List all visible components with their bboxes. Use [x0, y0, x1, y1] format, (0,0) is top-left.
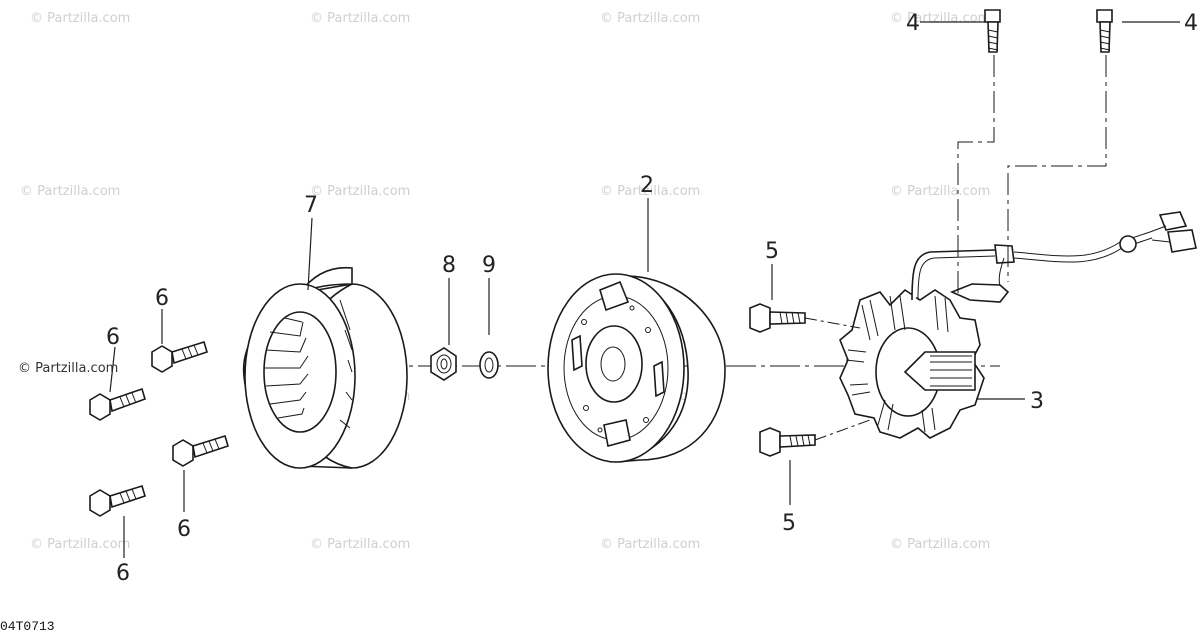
callout-7: 7	[304, 193, 318, 218]
callout-4-left: 4	[906, 11, 920, 36]
drawing-code: 04T0713	[0, 619, 55, 634]
washer	[479, 351, 499, 379]
watermark: © Partzilla.com	[310, 184, 410, 199]
cooling-fan	[242, 266, 408, 469]
callout-5-lower: 5	[782, 511, 796, 536]
flywheel	[547, 273, 726, 463]
watermark-layer: © Partzilla.com © Partzilla.com © Partzi…	[18, 11, 990, 552]
callout-6-c: 6	[177, 517, 191, 542]
watermark: © Partzilla.com	[890, 537, 990, 552]
bolt-4-left-leader	[957, 55, 995, 298]
callout-6-a: 6	[155, 286, 169, 311]
watermark: © Partzilla.com	[30, 11, 130, 26]
leader-lines	[109, 21, 1180, 558]
bolt-5-upper-leader	[804, 317, 861, 329]
callout-5-upper: 5	[765, 239, 779, 264]
callout-9: 9	[482, 253, 496, 278]
bolt-4-right	[1096, 9, 1113, 53]
callout-2: 2	[640, 173, 654, 198]
bolt-5-lower	[759, 427, 816, 457]
callout-4-right: 4	[1184, 11, 1198, 36]
watermark: © Partzilla.com	[310, 11, 410, 26]
bolt-6-b	[89, 387, 146, 421]
bolt-6-d	[89, 484, 146, 517]
bolt-4-right-leader	[1007, 55, 1107, 282]
stator-coil	[839, 211, 1197, 439]
watermark: © Partzilla.com	[20, 184, 120, 199]
callout-8: 8	[442, 253, 456, 278]
bolt-4-left	[984, 9, 1001, 53]
bolt-5-lower-leader	[814, 419, 871, 441]
watermark: © Partzilla.com	[600, 537, 700, 552]
watermark: © Partzilla.com	[600, 184, 700, 199]
bolt-6-c	[172, 434, 229, 467]
callout-3: 3	[1030, 389, 1044, 414]
callout-6-b: 6	[106, 325, 120, 350]
watermark-dark: © Partzilla.com	[18, 361, 118, 376]
watermark: © Partzilla.com	[30, 537, 130, 552]
watermark: © Partzilla.com	[600, 11, 700, 26]
callout-6-d: 6	[116, 561, 130, 586]
bolt-6-a	[151, 340, 208, 373]
watermark: © Partzilla.com	[310, 537, 410, 552]
watermark: © Partzilla.com	[890, 184, 990, 199]
flange-nut	[430, 347, 457, 381]
callout-labels: 4 4 2 7 8 9 5 5 3 6 6 6 6	[106, 11, 1198, 586]
bolt-5-upper	[749, 303, 806, 333]
